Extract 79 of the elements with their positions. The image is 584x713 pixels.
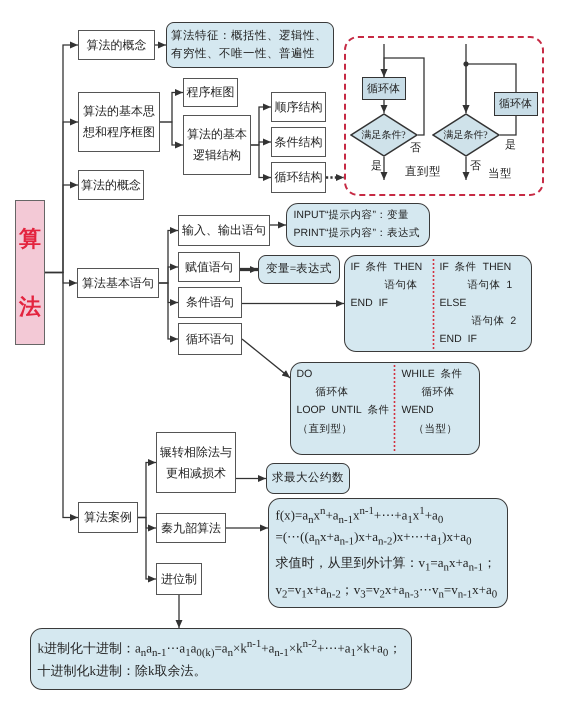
code-line: （当型） xyxy=(414,422,458,436)
code-box xyxy=(344,255,532,352)
topic-box: 进位制 xyxy=(156,563,202,595)
connector-line xyxy=(500,116,517,136)
arrow xyxy=(240,266,258,273)
arrow xyxy=(160,121,183,148)
code-line: WHILE 条件 xyxy=(402,366,463,380)
topic-box: 算法的概念 xyxy=(78,170,144,200)
topic-box: 条件语句 xyxy=(178,287,242,318)
arrow xyxy=(242,300,344,307)
formula-line: v$_{2}$=v$_{1}$x+a$_{n-2}$；v$_{3}$=v$_{2}$x+a$_{n-3}$⋯v$_{n}$=v$_{n-1}$x+a$_{0}$ xyxy=(276,582,498,602)
caption-text: 当型 xyxy=(488,168,512,180)
topic-box: 顺序结构 xyxy=(271,92,326,122)
arrow xyxy=(176,595,182,628)
formula-line: f(x)=a$_{n}$x$^{n}$+a$_{n-1}$x$^{n-1}$+⋯+a$_{1}$x$^{1}$+a$_{0}$ xyxy=(276,504,444,526)
arrow xyxy=(138,516,156,582)
note-box: 算法特征：概括性、逻辑性、有穷性、不唯一性、普遍性 xyxy=(166,22,334,68)
edge-label: 否 xyxy=(410,142,421,154)
code-line: 语句体 xyxy=(384,278,418,292)
arrow xyxy=(270,222,286,228)
title-box: 算法 xyxy=(15,200,45,345)
topic-box: 赋值语句 xyxy=(178,252,240,282)
arrow xyxy=(251,144,271,181)
process-box: 循环体 xyxy=(494,92,538,116)
code-line: END IF xyxy=(350,296,388,310)
code-line: 语句体 1 xyxy=(468,278,512,292)
decision-diamond: 满足条件? xyxy=(432,112,500,156)
formula-line: =(⋯((a$_{n}$x+a$_{n-1}$)x+a$_{n-2}$)x+⋯+a$_{1}$)x+a$_{0}$ xyxy=(276,530,472,548)
arrow xyxy=(226,524,268,532)
note-box: 求最大公约数 xyxy=(266,463,350,494)
code-line: IF 条件 THEN xyxy=(350,260,422,274)
code-line: WEND xyxy=(402,402,434,416)
arrow xyxy=(159,282,178,342)
topic-box: 算法基本语句 xyxy=(77,268,159,298)
arrow xyxy=(380,100,388,113)
code-line: DO xyxy=(296,366,312,380)
arrow xyxy=(380,57,425,136)
code-box xyxy=(286,203,430,247)
formula-line: 求值时，从里到外计算：v$_{1}$=a$_{n}$x+a$_{n-1}$； xyxy=(276,556,496,574)
code-line: LOOP UNTIL 条件 xyxy=(296,402,390,416)
edge-label: 是 xyxy=(505,139,516,151)
arrow xyxy=(380,157,388,180)
code-line: IF 条件 THEN xyxy=(440,260,512,274)
note-box: 变量=表达式 xyxy=(258,255,340,284)
topic-box: 程序框图 xyxy=(183,78,238,107)
topic-box: 输入、输出语句 xyxy=(178,215,270,246)
arrow xyxy=(462,157,470,180)
topic-box: 算法案例 xyxy=(78,502,138,533)
arrow xyxy=(236,475,266,482)
edge-label: 否 xyxy=(470,160,481,172)
topic-box: 循环语句 xyxy=(178,323,242,355)
process-box: 循环体 xyxy=(362,76,406,100)
caption-text: 直到型 xyxy=(405,166,441,178)
topic-box: 循环结构 xyxy=(271,162,326,193)
code-line: 循环体 xyxy=(316,384,348,398)
formula-box xyxy=(268,498,508,608)
topic-box: 算法的概念 xyxy=(78,30,155,60)
code-line: PRINT“提示内容”：表达式 xyxy=(294,226,420,240)
topic-box: 算法的基本思想和程序框图 xyxy=(78,92,160,152)
arrow xyxy=(242,338,290,378)
arrow xyxy=(45,272,78,521)
topic-box: 算法的基本逻辑结构 xyxy=(183,115,251,175)
arrow xyxy=(462,63,517,113)
code-box xyxy=(290,362,480,455)
code-line: ELSE xyxy=(440,296,466,310)
formula-line: k进制化十进制：a$_{n}$a$_{n-1}$⋯a$_{1}$a$_{0(k)}$=a$_{n}$×k$^{n-1}$+a$_{n-1}$×k$^{n-2}$+⋯+a$_{1}$×k+a$_{0}$； xyxy=(38,636,402,660)
topic-box: 条件结构 xyxy=(271,127,326,157)
topic-box: 秦九韶算法 xyxy=(156,513,226,543)
code-line: （直到型） xyxy=(298,422,352,436)
edge-label: 是 xyxy=(371,160,382,172)
arrow xyxy=(326,174,344,181)
topic-box: 辗转相除法与更相减损术 xyxy=(156,432,236,493)
code-line: 语句体 2 xyxy=(472,314,516,328)
code-line: 循环体 xyxy=(422,384,454,398)
code-line: END IF xyxy=(440,332,477,346)
arrow xyxy=(155,42,166,48)
formula-line: 十进制化k进制：除k取余法。 xyxy=(38,664,206,678)
formula-box xyxy=(30,628,412,690)
code-line: INPUT“提示内容”：变量 xyxy=(294,208,409,222)
